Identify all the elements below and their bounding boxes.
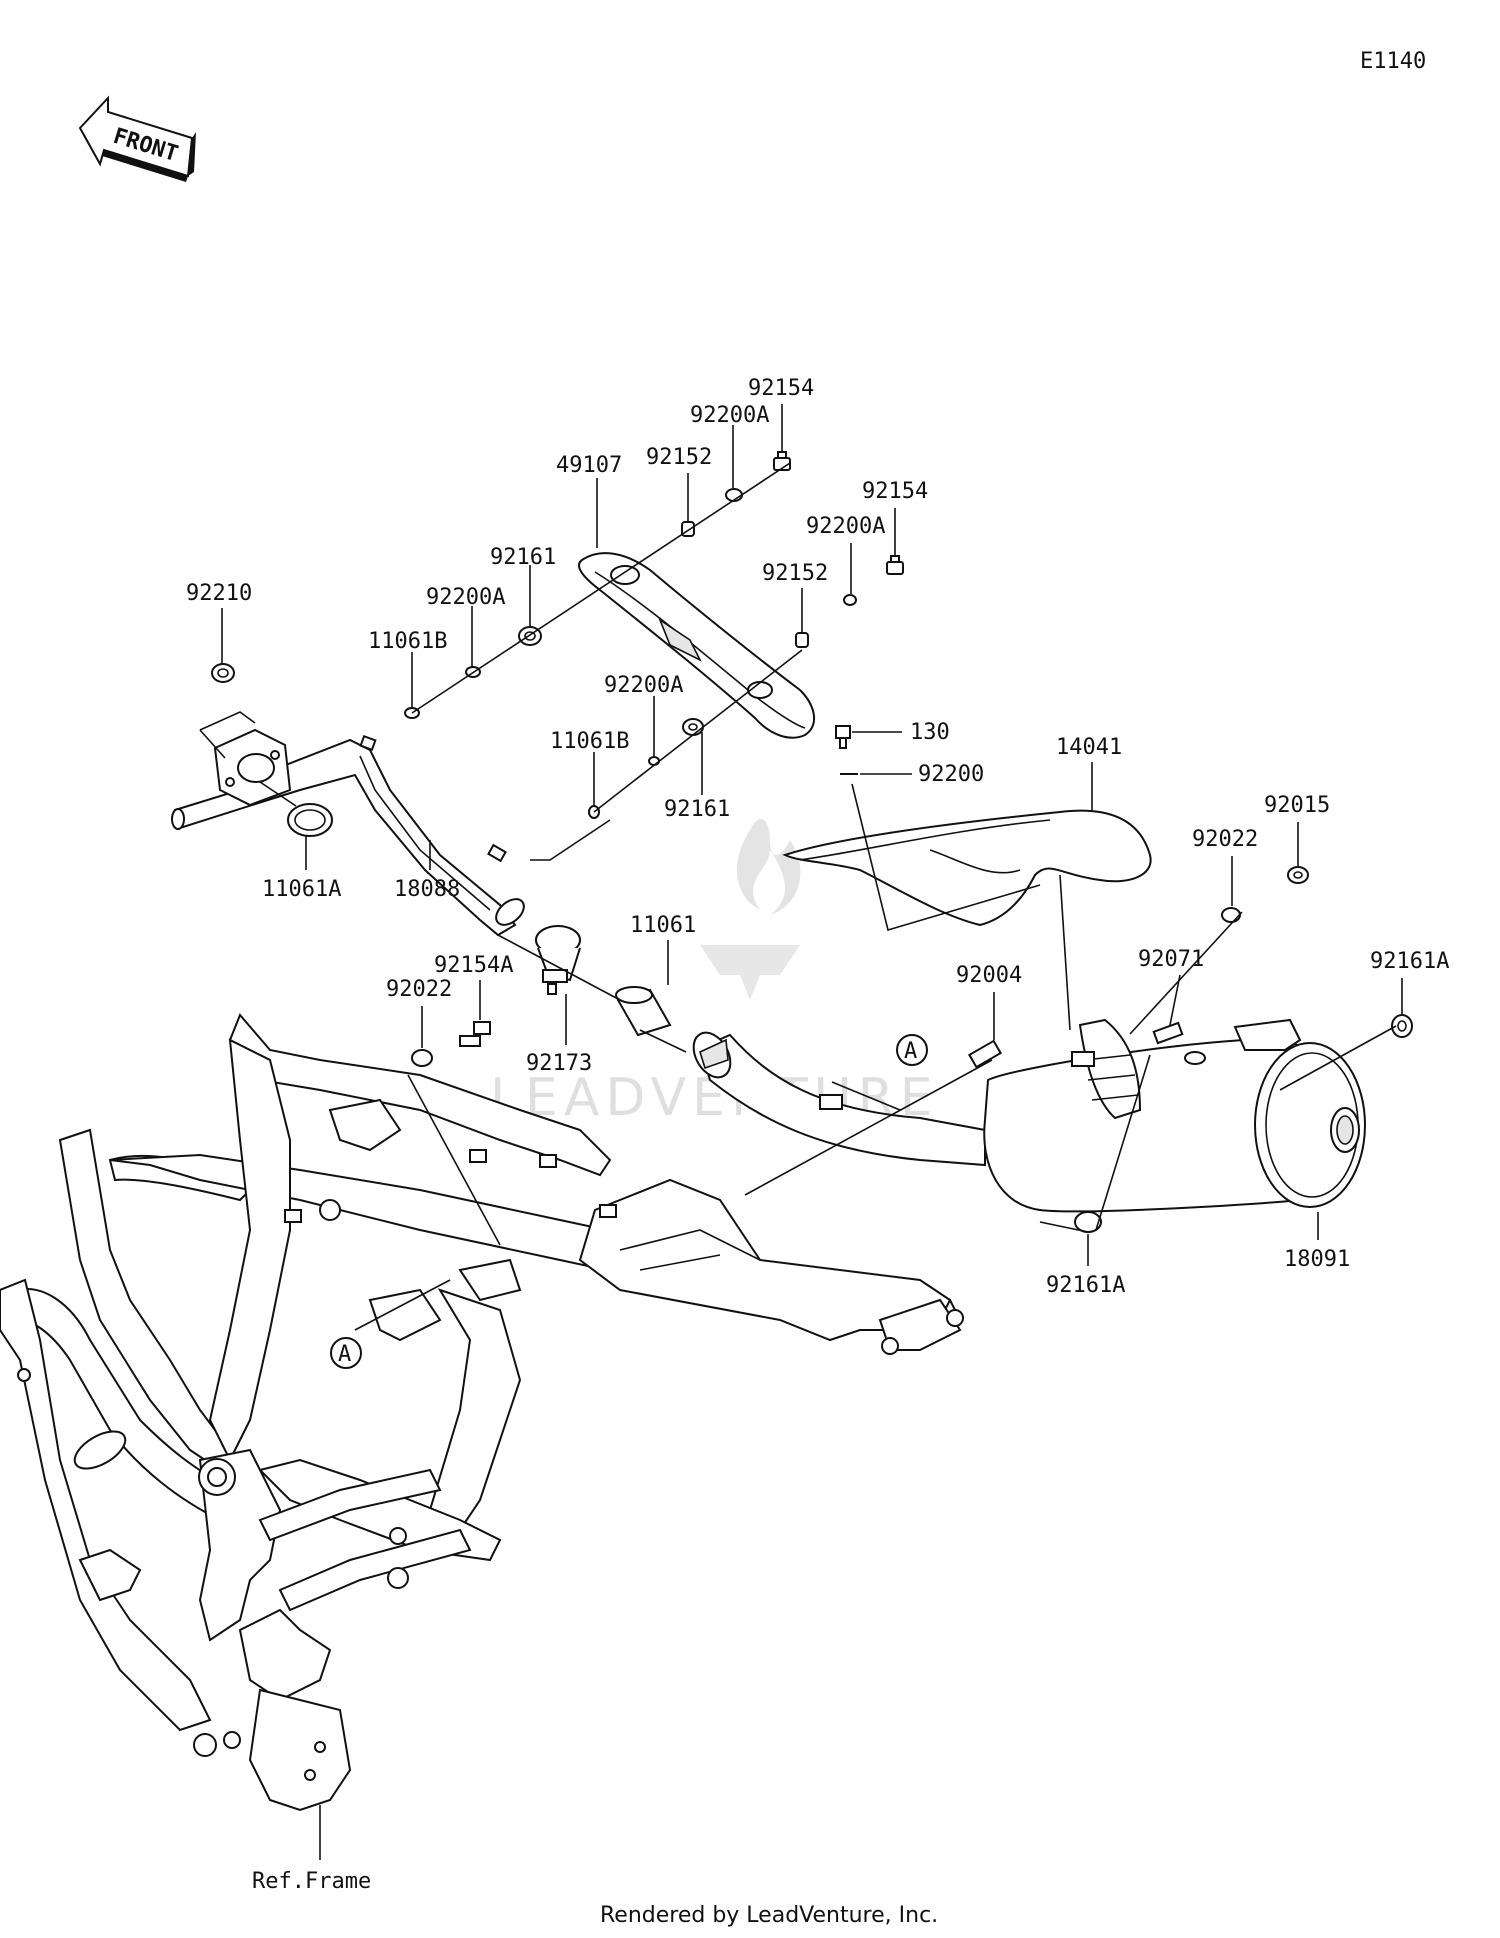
muffler-cover-14041[interactable] [782,809,1152,927]
washer-92022-right-icon[interactable] [1221,907,1241,923]
rubber-92161-low-icon[interactable] [682,718,704,736]
diagram-code: E1140 [1360,49,1426,74]
frame-reference [0,1013,964,1812]
exhaust-pipe-18088[interactable] [171,728,529,937]
label-92015: 92015 [1264,793,1330,818]
svg-text:A: A [338,1342,351,1367]
label-92152-mid: 92152 [762,561,828,586]
label-92154-top: 92154 [748,376,814,401]
label-92200: 92200 [918,762,984,787]
label-92154-mid: 92154 [862,479,928,504]
front-arrow-icon: FRONT [78,95,196,182]
label-130: 130 [910,720,950,745]
washer-92200a-mid-icon[interactable] [843,594,857,606]
bolt-92154-top-icon[interactable] [773,451,791,471]
label-92161-low: 92161 [664,797,730,822]
label-92173: 92173 [526,1051,592,1076]
label-92152-top: 92152 [646,445,712,470]
callout-a-upper: A [896,1034,928,1066]
bolt-92154-mid-icon[interactable] [886,555,904,575]
label-92071: 92071 [1138,947,1204,972]
label-11061: 11061 [630,913,696,938]
label-49107: 49107 [556,453,622,478]
label-11061b-low: 11061B [550,729,629,754]
bolt-130-icon[interactable] [835,725,851,749]
label-11061b-top: 11061B [368,629,447,654]
label-92004: 92004 [956,963,1022,988]
clamp-92173[interactable] [535,925,581,995]
washer-92022-left-icon[interactable] [411,1049,433,1067]
label-92022-left: 92022 [386,977,452,1002]
label-92154a: 92154A [434,953,513,978]
label-92200a-top: 92200A [690,403,769,428]
stud-92004-icon[interactable] [968,1039,1002,1069]
heat-guard-49107[interactable] [578,552,815,739]
label-92200a-left: 92200A [426,585,505,610]
label-92200a-mid: 92200A [806,514,885,539]
gasket-11061a[interactable] [287,803,333,837]
label-14041: 14041 [1056,735,1122,760]
collar-92152-mid-icon[interactable] [795,632,809,648]
label-18091: 18091 [1284,1247,1350,1272]
muffler-18091[interactable] [686,1018,1366,1213]
svg-text:A: A [904,1039,917,1064]
label-11061a: 11061A [262,877,341,902]
callout-a-lower: A [330,1337,362,1369]
label-92210: 92210 [186,581,252,606]
label-92161-top: 92161 [490,545,556,570]
label-92022-right: 92022 [1192,827,1258,852]
label-92161a-right: 92161A [1370,949,1449,974]
footer-credit: Rendered by LeadVenture, Inc. [600,1903,938,1928]
label-92200a-low: 92200A [604,673,683,698]
leader-lines [199,404,1403,1860]
label-18088: 18088 [394,877,460,902]
ref-frame-label: Ref.Frame [252,1869,371,1894]
label-92161a-low: 92161A [1046,1273,1125,1298]
stud-92071-icon[interactable] [1152,1021,1184,1045]
nut-92015-icon[interactable] [1287,866,1309,884]
grommet-92161a-right-icon[interactable] [1391,1014,1413,1038]
washer-92200a-low-icon[interactable] [648,756,660,766]
bolt-92154a-icon[interactable] [459,1021,491,1047]
nut-92210-icon[interactable] [211,663,235,683]
gasket-11061[interactable] [615,986,672,1037]
